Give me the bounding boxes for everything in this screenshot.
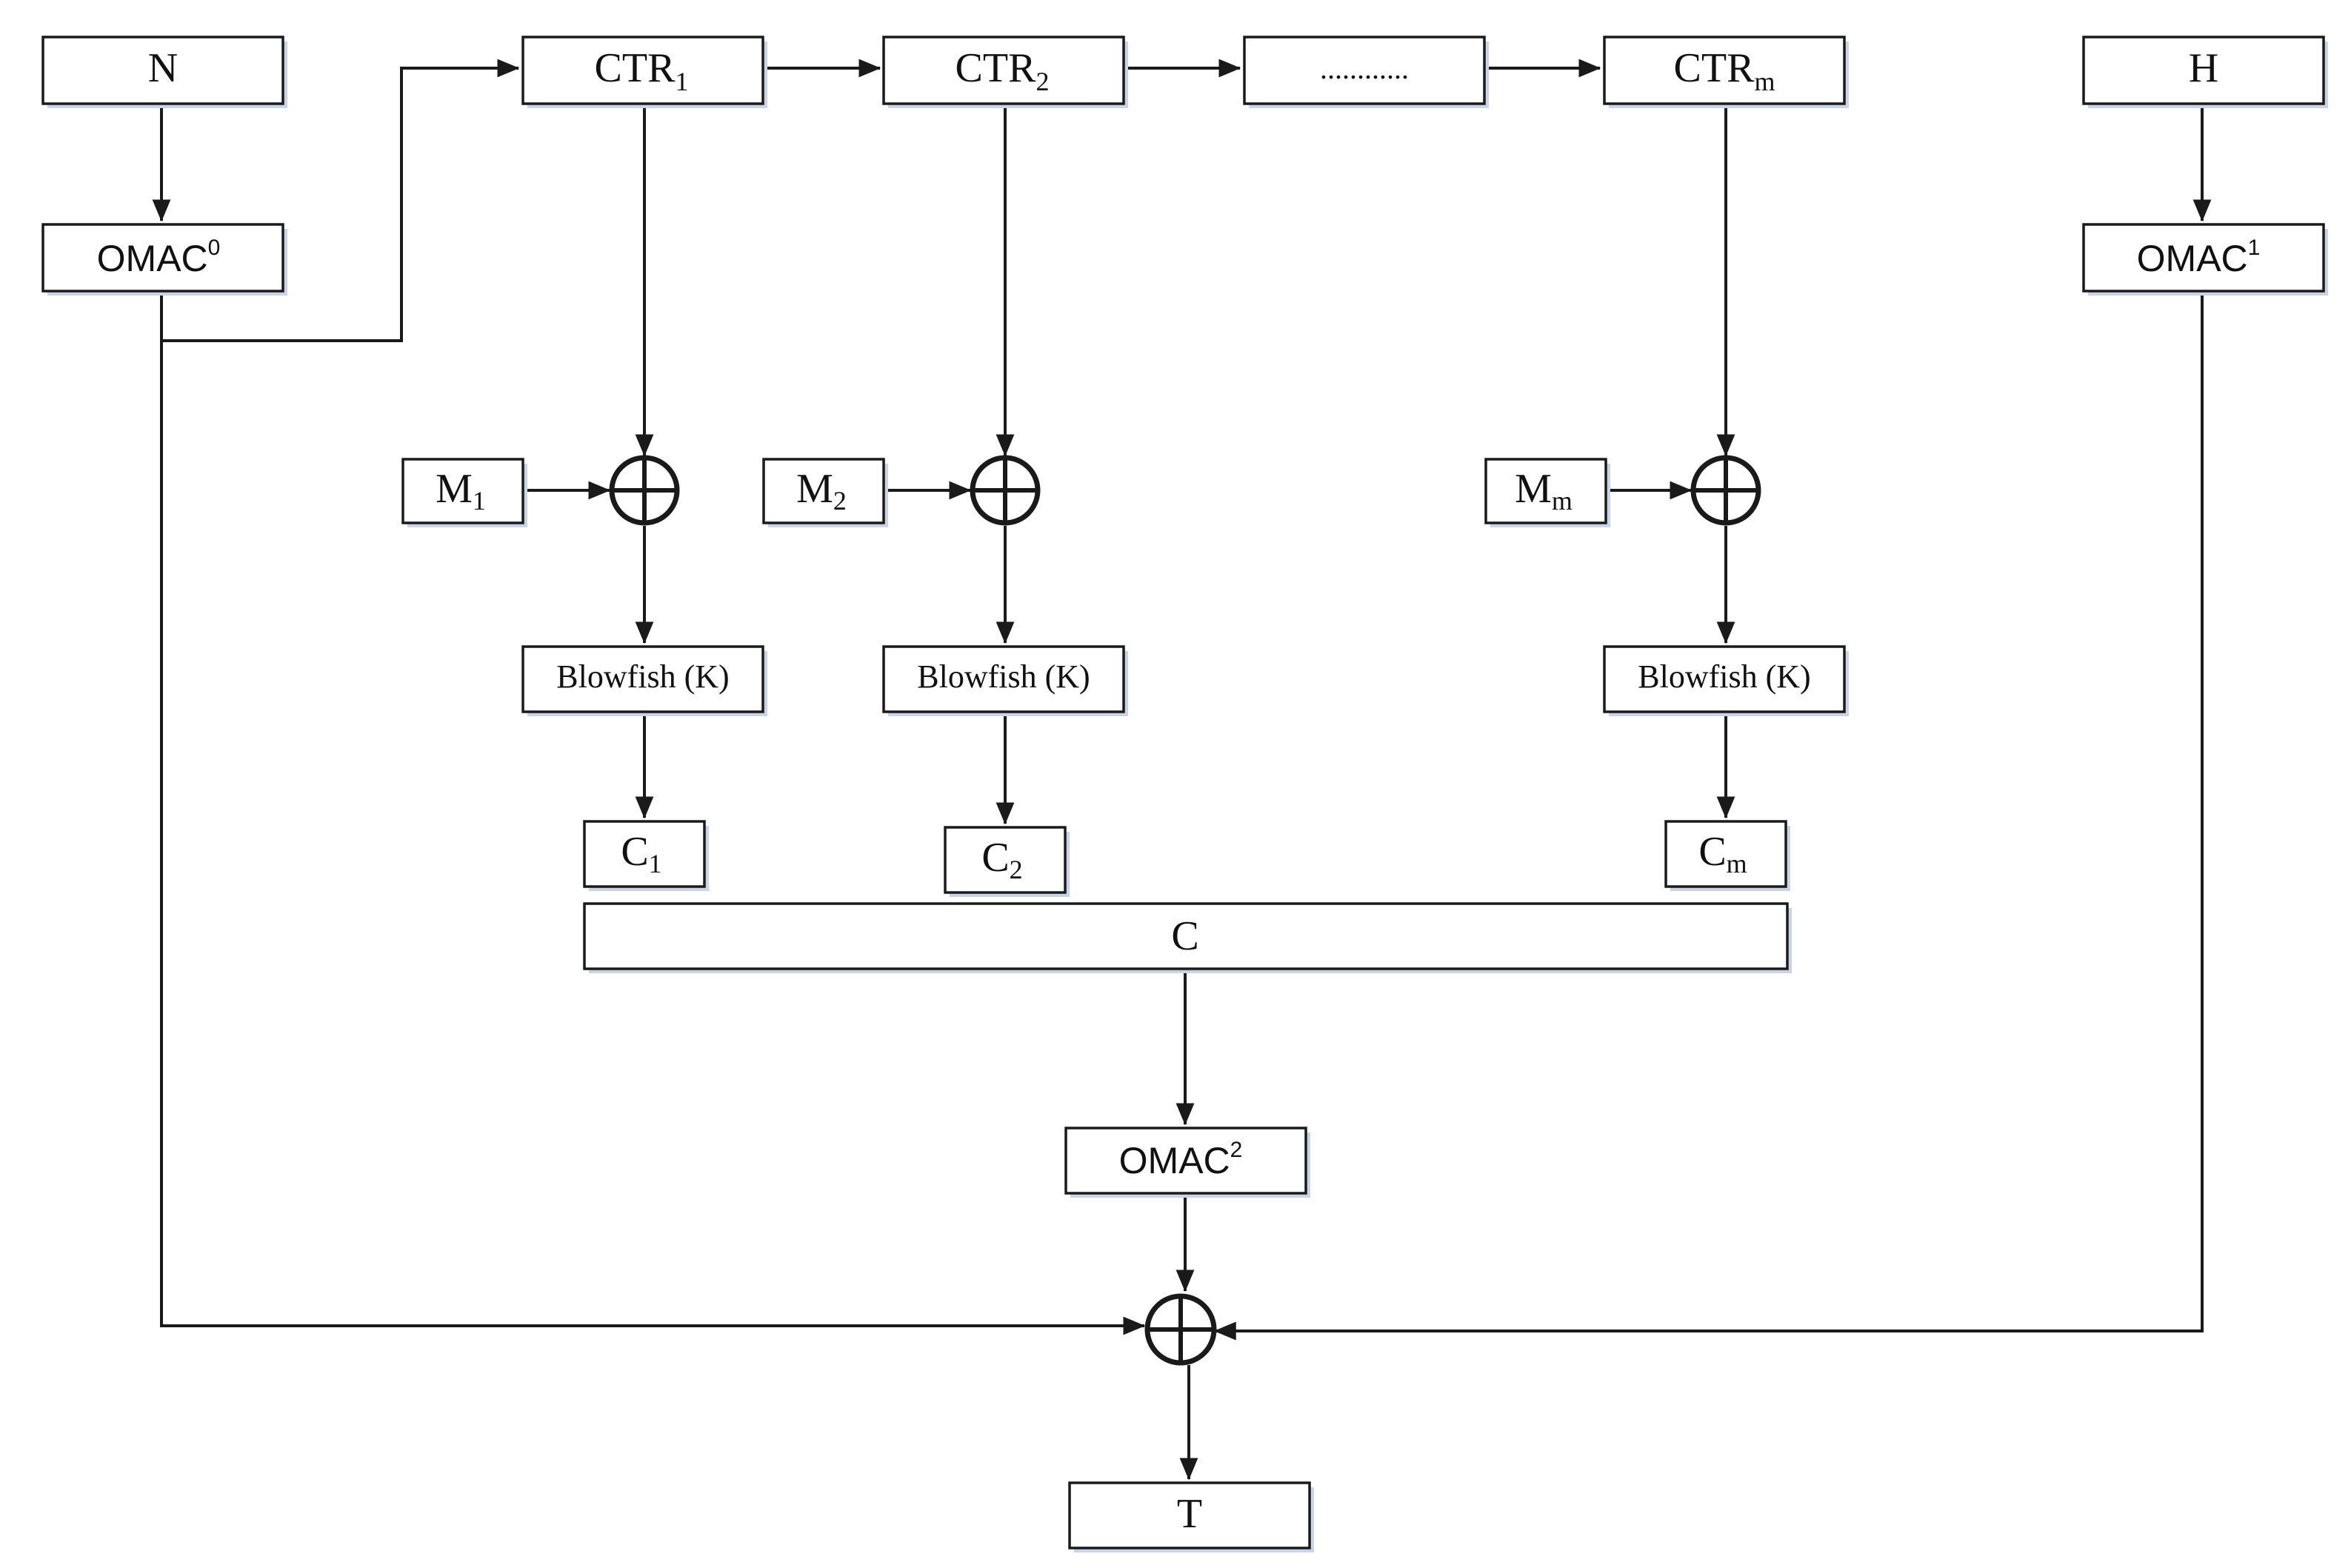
- node-mm: Mm: [1484, 458, 1610, 527]
- node-omac2: OMAC2: [1064, 1127, 1310, 1198]
- node-ctr-ellipsis-label: ............: [1320, 52, 1409, 85]
- node-m1-label: M1: [436, 466, 486, 516]
- node-blowfish-m-label: Blowfish (K): [1638, 658, 1810, 695]
- node-m1: M1: [401, 458, 527, 527]
- arrow-omac0-to-ctr1: [160, 59, 520, 342]
- node-cm-label: Cm: [1698, 829, 1747, 878]
- node-c1-label: C1: [621, 829, 661, 878]
- node-ctr2: CTR2: [882, 36, 1128, 108]
- node-blowfish-1-label: Blowfish (K): [556, 658, 729, 695]
- node-t-label: T: [1177, 1491, 1202, 1537]
- node-h-label: H: [2189, 45, 2218, 91]
- node-c-combined-label: C: [1171, 913, 1198, 959]
- node-omac0: OMAC0: [41, 223, 287, 296]
- arrow-omac1-to-final-xor: [1213, 290, 2204, 1341]
- xor-operator-1: [609, 455, 680, 526]
- arrow-omac0-to-final-xor: [160, 341, 1146, 1335]
- node-n-label: N: [148, 45, 178, 91]
- node-omac0-label: OMAC0: [97, 236, 221, 279]
- xor-operator-2: [970, 455, 1041, 526]
- xor-operator-m: [1690, 455, 1761, 526]
- node-blowfish-2: Blowfish (K): [882, 645, 1128, 716]
- xor-operator-final: [1144, 1293, 1217, 1366]
- node-mm-label: Mm: [1515, 466, 1573, 516]
- node-h: H: [2082, 36, 2328, 108]
- node-t: T: [1068, 1481, 1314, 1552]
- node-m2-label: M2: [796, 466, 847, 516]
- node-omac1: OMAC1: [2082, 223, 2328, 296]
- node-ctr1: CTR1: [521, 36, 767, 108]
- node-c2-label: C2: [981, 835, 1022, 884]
- node-blowfish-1: Blowfish (K): [521, 645, 767, 716]
- node-ctrm: CTRm: [1603, 36, 1849, 108]
- node-omac1-label: OMAC1: [2137, 236, 2261, 279]
- node-n: N: [41, 36, 287, 108]
- node-m2: M2: [762, 458, 888, 527]
- node-omac2-label: OMAC2: [1119, 1138, 1243, 1181]
- node-ctr1-label: CTR1: [595, 45, 689, 96]
- node-c2: C2: [944, 826, 1070, 897]
- connectors: [152, 59, 2212, 1481]
- node-ctr2-label: CTR2: [956, 45, 1050, 96]
- node-blowfish-m: Blowfish (K): [1603, 645, 1849, 716]
- node-c1: C1: [583, 820, 709, 891]
- node-c-combined: C: [583, 902, 1792, 973]
- node-ctrm-label: CTRm: [1674, 45, 1775, 96]
- node-blowfish-2-label: Blowfish (K): [917, 658, 1090, 695]
- node-cm: Cm: [1664, 820, 1790, 891]
- node-ctr-ellipsis: ............: [1243, 36, 1489, 108]
